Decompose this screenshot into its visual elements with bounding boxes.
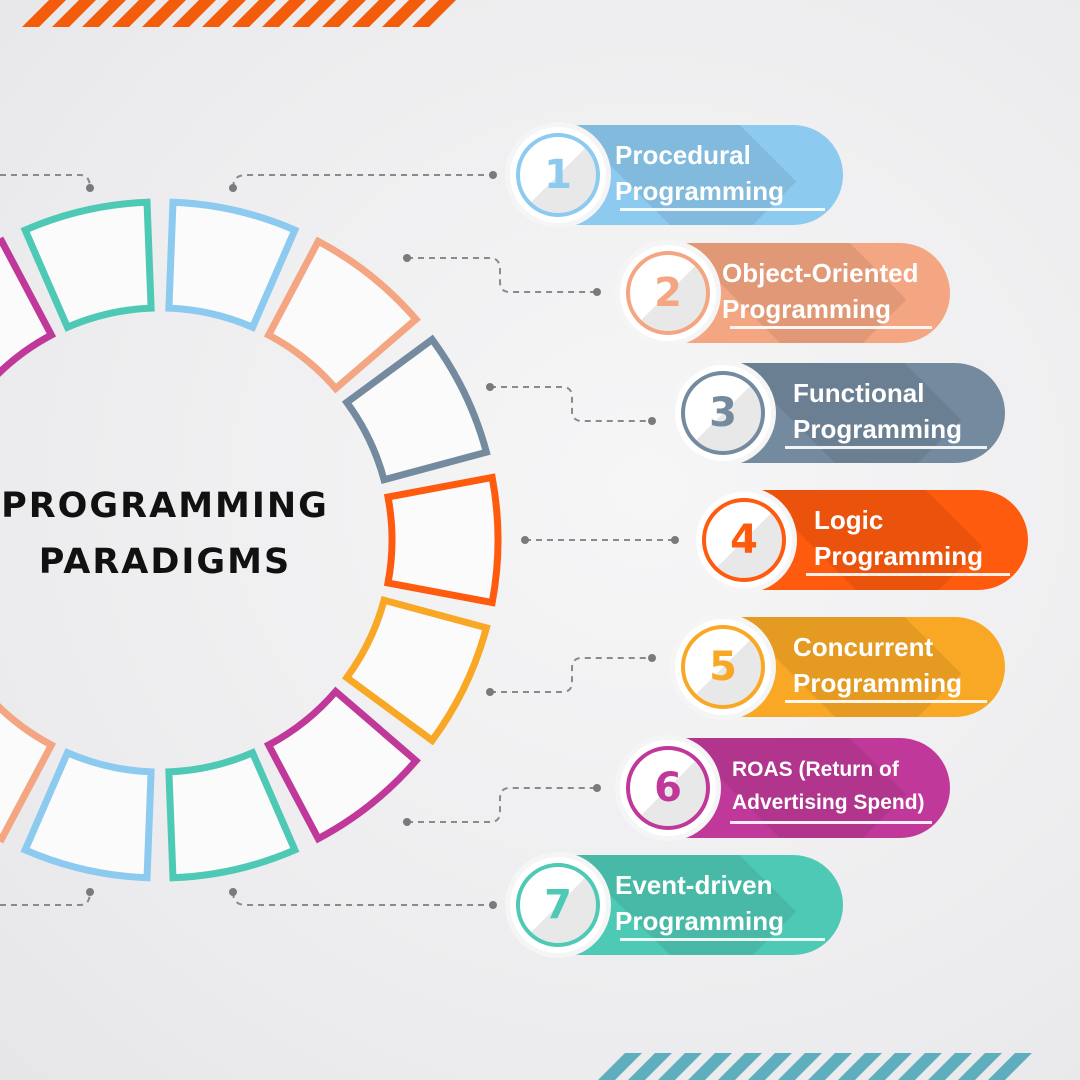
item-number: 2 bbox=[654, 270, 682, 316]
connector-left-top bbox=[0, 174, 91, 189]
item-label-line1: Functional bbox=[793, 378, 925, 408]
item-label-line1: Logic bbox=[814, 505, 884, 535]
stripe bbox=[112, 0, 156, 27]
stripe bbox=[22, 0, 66, 27]
stripe bbox=[262, 0, 306, 27]
item-label-line1: Event-driven bbox=[615, 870, 773, 900]
stripe bbox=[748, 1053, 792, 1080]
stripe bbox=[232, 0, 276, 27]
item-label-line2: Programming bbox=[615, 176, 785, 206]
ring-segment bbox=[263, 686, 421, 844]
ring-segment bbox=[20, 748, 155, 882]
stripe bbox=[778, 1053, 822, 1080]
stripe bbox=[958, 1053, 1002, 1080]
stripe bbox=[658, 1053, 702, 1080]
page-title: PROGRAMMING PARADIGMS bbox=[0, 478, 330, 590]
decorative-stripes-top bbox=[22, 0, 456, 27]
number-badge: 7 bbox=[510, 857, 606, 953]
item-number: 4 bbox=[730, 517, 758, 563]
stripe bbox=[172, 0, 216, 27]
underline bbox=[730, 821, 932, 824]
item-number: 3 bbox=[709, 390, 737, 436]
stripe bbox=[928, 1053, 972, 1080]
ring-segment bbox=[165, 748, 300, 882]
item-label-line2: Advertising Spend) bbox=[732, 791, 925, 814]
number-badge: 4 bbox=[696, 492, 792, 588]
stripe bbox=[52, 0, 96, 27]
stripe bbox=[718, 1053, 762, 1080]
stripe bbox=[628, 1053, 672, 1080]
number-badge: 6 bbox=[620, 740, 716, 836]
ring-segment bbox=[263, 236, 421, 394]
stripe bbox=[352, 0, 396, 27]
stripe bbox=[322, 0, 366, 27]
connector-3 bbox=[490, 386, 652, 422]
number-badge: 2 bbox=[620, 245, 716, 341]
decorative-stripes-bottom bbox=[598, 1053, 1032, 1080]
underline bbox=[785, 700, 987, 703]
stripe bbox=[142, 0, 186, 27]
item-label-line1: ROAS (Return of bbox=[732, 758, 899, 781]
stripe bbox=[868, 1053, 912, 1080]
stripe bbox=[688, 1053, 732, 1080]
connector-2 bbox=[407, 257, 597, 293]
stripe bbox=[82, 0, 126, 27]
ring-segment bbox=[20, 198, 155, 332]
connector-7 bbox=[232, 891, 493, 906]
underline bbox=[806, 573, 1010, 576]
item-number: 5 bbox=[709, 644, 737, 690]
item-label-line2: Programming bbox=[722, 294, 892, 324]
ring-segment bbox=[341, 334, 491, 485]
ring-segment bbox=[165, 198, 300, 332]
underline bbox=[620, 208, 825, 211]
stripe bbox=[202, 0, 246, 27]
item-number: 1 bbox=[544, 152, 572, 198]
connector-left-bottom bbox=[0, 891, 91, 906]
title-line-1: PROGRAMMING bbox=[1, 486, 329, 526]
stripe bbox=[988, 1053, 1032, 1080]
stripe bbox=[808, 1053, 852, 1080]
underline bbox=[620, 938, 825, 941]
item-label-line1: Procedural bbox=[615, 140, 751, 170]
item-label-line2: Programming bbox=[793, 668, 963, 698]
stripe bbox=[838, 1053, 882, 1080]
item-label-line2: Programming bbox=[814, 541, 984, 571]
number-badge: 5 bbox=[675, 619, 771, 715]
stripe bbox=[598, 1053, 642, 1080]
segment-ring bbox=[0, 198, 502, 882]
underline bbox=[730, 326, 932, 329]
underline bbox=[785, 446, 987, 449]
ring-segment bbox=[383, 473, 502, 607]
number-badge: 1 bbox=[510, 127, 606, 223]
item-label-line1: Concurrent bbox=[793, 632, 934, 662]
stripe bbox=[412, 0, 456, 27]
connector-5 bbox=[490, 657, 652, 693]
number-badge: 3 bbox=[675, 365, 771, 461]
item-label-line1: Object-Oriented bbox=[722, 258, 919, 288]
stripe bbox=[898, 1053, 942, 1080]
title-line-2: PARADIGMS bbox=[38, 542, 292, 582]
stripe bbox=[382, 0, 426, 27]
item-label-line2: Programming bbox=[793, 414, 963, 444]
item-label-line2: Programming bbox=[615, 906, 785, 936]
connector-6 bbox=[407, 787, 597, 823]
ring-segment bbox=[0, 703, 57, 844]
connector-dots bbox=[86, 171, 679, 909]
ring-segment bbox=[341, 595, 491, 746]
stripe bbox=[292, 0, 336, 27]
ring-segment bbox=[0, 236, 57, 377]
item-number: 6 bbox=[654, 765, 682, 811]
connector-1 bbox=[232, 174, 493, 189]
item-number: 7 bbox=[544, 882, 572, 928]
